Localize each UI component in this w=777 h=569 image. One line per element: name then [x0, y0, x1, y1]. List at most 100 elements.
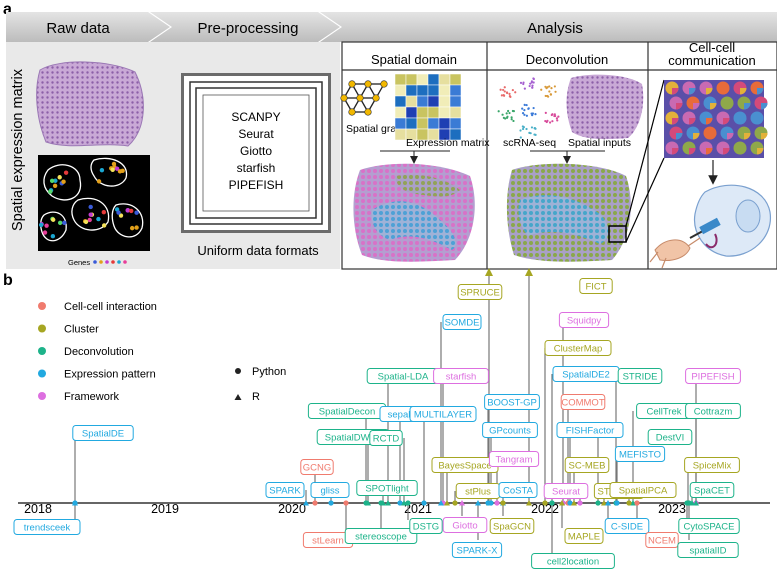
tool-c-side: C-SIDE	[604, 518, 650, 534]
tool-label: C-SIDE	[611, 522, 643, 533]
r-marker-icon	[559, 500, 565, 506]
tool-label: stereoscope	[355, 532, 407, 543]
tool-spark-x: SPARK-X	[451, 542, 503, 558]
r-marker-icon	[234, 394, 242, 400]
legend-label-1: Cluster	[64, 324, 99, 336]
side-label: Spatial expression matrix	[10, 68, 26, 231]
year-2020: 2020	[278, 502, 306, 516]
legend-shapes: Python R	[234, 366, 286, 403]
legend-swatch-3	[38, 369, 46, 378]
tool-label: SpatialDecon	[319, 407, 376, 418]
r-marker-icon	[401, 500, 407, 506]
legend-swatch-1	[38, 324, 46, 333]
genes-label: Genes	[68, 258, 90, 267]
tool-label: SpaGCN	[493, 522, 531, 533]
chip-tool-starfish: starfish	[237, 161, 276, 175]
genes-legend-dots	[93, 260, 127, 264]
tool-spruce: SPRUCE	[457, 284, 503, 300]
tool-label: spatialID	[690, 546, 727, 557]
python-marker-icon	[686, 500, 692, 506]
tool-seurat: Seurat	[543, 483, 589, 499]
tool-maple: MAPLE	[564, 528, 604, 544]
tool-spacet: SpaCET	[689, 482, 735, 498]
header-preprocessing: Pre-processing	[198, 20, 299, 37]
tool-label: PIPEFISH	[691, 372, 734, 383]
python-marker-icon	[405, 500, 411, 506]
tool-trendsceek: trendsceek	[13, 519, 81, 535]
legend-label-0: Cell-cell interaction	[64, 301, 157, 313]
r-marker-icon	[72, 500, 78, 506]
tool-label: FICT	[585, 282, 606, 293]
tool-label: GPcounts	[489, 426, 531, 437]
uniform-formats-label: Uniform data formats	[197, 243, 319, 258]
tool-label: MULTILAYER	[414, 410, 472, 421]
tool-gpcounts: GPcounts	[482, 422, 538, 438]
tool-cytospace: CytoSPACE	[678, 518, 740, 534]
tool-label: RCTD	[373, 434, 400, 445]
spatial-domain-cluster-overlay-2	[395, 174, 460, 197]
ccc-spot-grid	[664, 80, 768, 158]
r-marker-icon	[571, 500, 577, 506]
legend-label-3: Expression pattern	[64, 369, 156, 381]
python-marker-icon	[595, 500, 601, 506]
zoom-line-bottom	[625, 157, 665, 243]
tool-label: stLearn	[312, 536, 344, 547]
python-marker-icon	[577, 500, 583, 506]
tool-clustermap: ClusterMap	[544, 340, 612, 356]
tool-label: SpatialDE2	[562, 370, 610, 381]
r-marker-icon	[459, 500, 465, 506]
r-marker-icon	[303, 500, 309, 506]
tool-celltrek: CellTrek	[636, 403, 692, 419]
tool-giotto: Giotto	[442, 517, 488, 533]
python-marker-icon	[549, 500, 555, 506]
zoom-line-top	[625, 79, 665, 227]
col-spatial-domain: Spatial domain	[371, 52, 457, 67]
r-marker-icon	[438, 500, 444, 506]
tool-commot: COMMOT	[560, 394, 606, 410]
tool-label: SPRUCE	[460, 288, 500, 299]
python-marker-icon	[626, 500, 632, 506]
tool-spagcn: SpaGCN	[489, 518, 535, 534]
tool-boost-gp: BOOST-GP	[484, 394, 540, 410]
tool-label: SpaCET	[694, 486, 730, 497]
col-deconvolution: Deconvolution	[526, 52, 608, 67]
tool-gcng: GCNG	[300, 459, 334, 475]
python-marker-icon	[312, 500, 318, 506]
expression-matrix-heatmap	[394, 73, 462, 141]
legend-label-4: Framework	[64, 391, 120, 403]
year-2019: 2019	[151, 502, 179, 516]
tool-tangram: Tangram	[488, 451, 540, 467]
tool-somde: SOMDE	[442, 314, 482, 330]
python-marker-icon	[378, 500, 384, 506]
tool-spatialde2: SpatialDE2	[552, 366, 620, 382]
tool-label: Seurat	[552, 487, 580, 498]
r-marker-icon	[365, 500, 371, 506]
tool-multilayer: MULTILAYER	[409, 406, 477, 422]
tool-bayesspace: BayesSpace	[431, 457, 499, 473]
tool-label: SC-MEB	[569, 461, 606, 472]
tool-spatialid: spatialID	[677, 542, 739, 558]
year-2021: 2021	[404, 502, 432, 516]
tool-label: SpatialDWLS	[325, 433, 382, 444]
tool-spatialde: SpatialDE	[72, 425, 134, 441]
tool-label: NCEM	[648, 536, 676, 547]
r-marker-icon	[475, 500, 481, 506]
tool-label: starfish	[446, 372, 477, 383]
panel-a: a Raw data Pre-processing Analysis Spati…	[3, 1, 777, 270]
zoom-box	[608, 225, 627, 243]
tool-label: SPARK	[269, 486, 301, 497]
spatial-inputs-label: Spatial inputs	[568, 137, 631, 149]
legend-python-label: Python	[252, 366, 286, 378]
tool-spotlight: SPOTlight	[356, 480, 418, 496]
python-marker-icon	[567, 500, 573, 506]
python-marker-icon	[614, 500, 620, 506]
tool-gliss: gliss	[310, 482, 350, 498]
python-marker-icon	[328, 500, 334, 506]
legend-categories: Cell-cell interactionClusterDeconvolutio…	[38, 301, 157, 403]
spatial-domain-cluster-overlay	[371, 201, 456, 250]
python-marker-icon	[397, 500, 403, 506]
tool-starfish: starfish	[433, 368, 489, 384]
